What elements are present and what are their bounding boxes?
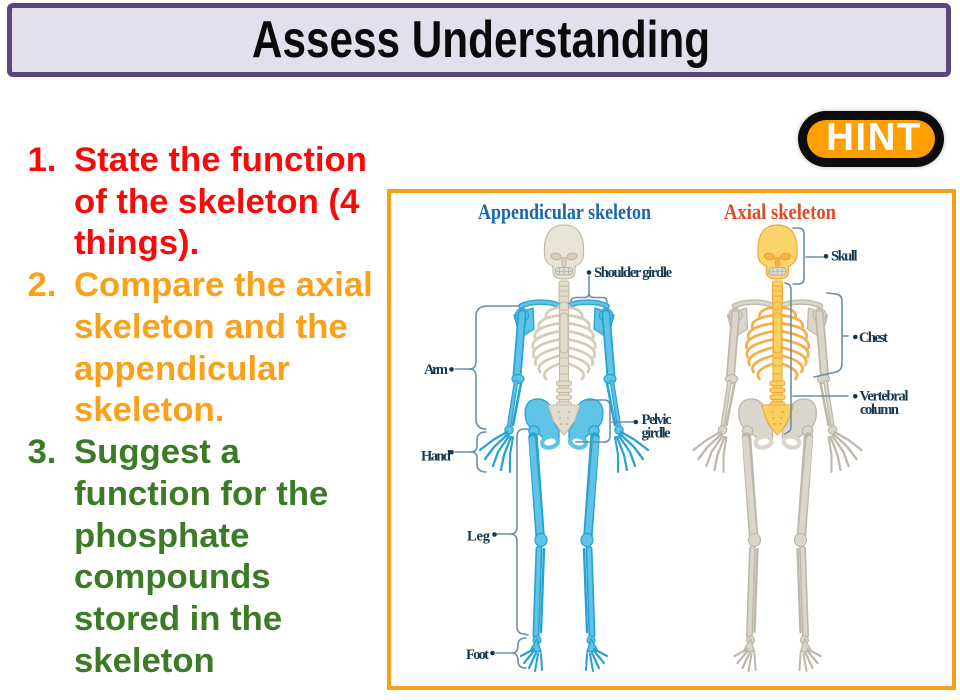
svg-text:Foot: Foot <box>466 647 489 663</box>
svg-text:girdle: girdle <box>642 426 672 442</box>
svg-text:Pelvic: Pelvic <box>642 412 673 428</box>
svg-text:column: column <box>860 402 899 418</box>
svg-text:Vertebral: Vertebral <box>860 389 909 405</box>
svg-text:Axial skeleton: Axial skeleton <box>724 199 836 224</box>
svg-text:Appendicular skeleton: Appendicular skeleton <box>478 199 651 224</box>
svg-text:Arm: Arm <box>424 362 448 378</box>
svg-text:Shoulder girdle: Shoulder girdle <box>594 265 673 281</box>
svg-text:Skull: Skull <box>831 249 858 265</box>
svg-text:Hand: Hand <box>421 449 451 465</box>
svg-text:Leg: Leg <box>467 529 491 545</box>
svg-text:Chest: Chest <box>859 330 888 346</box>
